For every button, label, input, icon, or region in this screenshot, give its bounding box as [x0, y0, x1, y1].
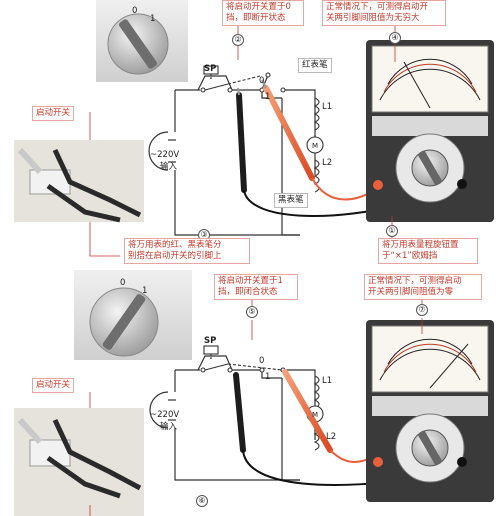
coil-l2-label-bottom: L2 [326, 432, 337, 442]
callout-normal-zero: 正常情况下，可测得启动 开关两引脚间阻值为零 [364, 274, 482, 300]
dial-0-label-top: 0 [132, 6, 138, 16]
plug-symbol-top [148, 131, 176, 171]
plug-symbol-bottom [149, 391, 176, 429]
coil-l1-label-top: L1 [322, 102, 333, 112]
dial-1-label-bottom: 1 [142, 286, 148, 296]
callout-normal-infinite: 正常情况下，可测得启动开 关两引脚间阻值为无穷大 [322, 0, 446, 26]
start-switch-label-bottom: 启动开关 [32, 378, 75, 393]
input-label-bottom: 输入 [160, 422, 178, 432]
circuit-wires-bottom [174, 355, 316, 481]
step-5-badge: ⑤ [246, 306, 258, 318]
input-label-top: 输入 [160, 162, 178, 172]
coil-l1-label-bottom: L1 [322, 376, 333, 386]
motor-m-label-top: M [312, 142, 319, 150]
step-2-badge: ② [232, 34, 244, 46]
step-6-badge: ⑥ [196, 495, 208, 507]
start-switch-label-top: 启动开关 [32, 106, 75, 121]
callout-probes-on-pins: 将万用表的红、黑表笔分 别搭在启动开关的引脚上 [124, 238, 250, 264]
switch-dial-photo-top [96, 0, 188, 82]
step-1-badge: ① [386, 225, 398, 237]
start-switch-photo-bottom [14, 408, 144, 516]
switch-pos-0-top: 0 [259, 76, 265, 86]
switch-pos-1-top: 1 [265, 92, 271, 102]
switch-pos-0-bottom: 0 [259, 356, 265, 366]
sp-switch-symbol-bottom [200, 345, 286, 373]
sp-label-bottom: SP [204, 336, 217, 346]
red-probe-label: 红表笔 [298, 58, 332, 73]
dial-0-label-bottom: 0 [120, 278, 126, 288]
step-7-badge: ⑦ [416, 304, 428, 316]
switch-pos-1-bottom: 1 [265, 372, 271, 382]
motor-coils-top [306, 97, 324, 193]
callout-switch-on: 将启动开关置于1 挡，即闭合状态 [214, 274, 298, 300]
sp-switch-symbol-top [200, 65, 286, 93]
start-switch-photo-top [14, 140, 144, 223]
multimeter-top [366, 40, 494, 222]
callout-switch-off: 将启动开关置于0 挡，即断开状态 [222, 0, 304, 26]
multimeter-bottom [366, 320, 494, 502]
bottom-panel [14, 270, 494, 516]
motor-m-label-bottom: M [312, 411, 319, 419]
callout-range-x1: 将万用表量程旋钮置 于“×1”欧姆挡 [378, 238, 478, 264]
dial-1-label-top: 1 [150, 14, 156, 24]
black-probe-label: 黑表笔 [274, 193, 308, 208]
switch-dial-photo-bottom [74, 270, 192, 360]
step-4-badge: ④ [389, 32, 401, 44]
coil-l2-label-top: L2 [322, 158, 333, 168]
voltage-label-top: ~220V [150, 150, 180, 160]
top-panel [14, 0, 494, 516]
sp-label-top: SP [204, 64, 217, 74]
voltage-label-bottom: ~220V [150, 410, 180, 420]
